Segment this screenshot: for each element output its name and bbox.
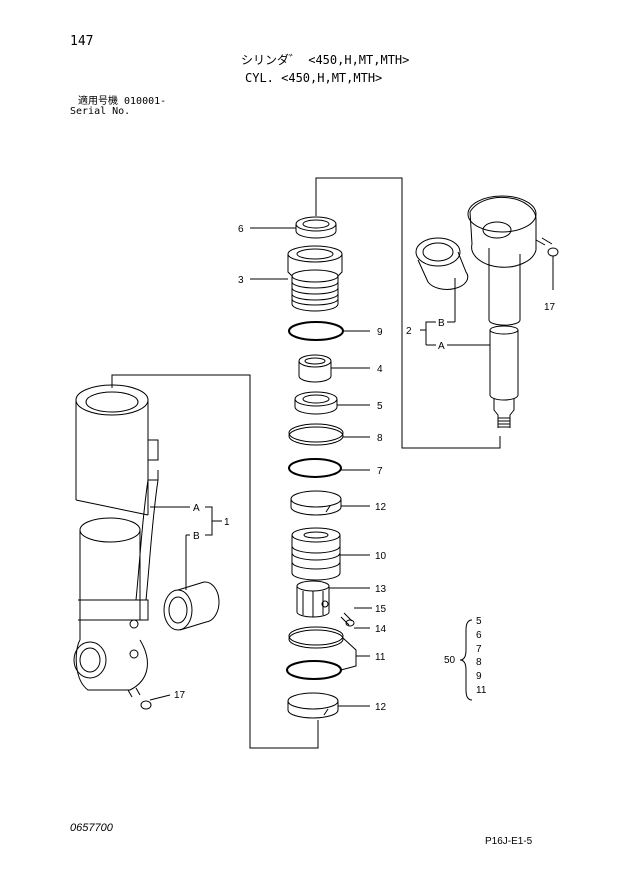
leader-lines — [149, 227, 554, 707]
part-11-seal-pair — [286, 626, 344, 680]
callout-9: 9 — [377, 327, 383, 338]
callout-1: 1 — [224, 517, 230, 528]
callout-7: 7 — [377, 466, 383, 477]
part-12-wear-ring — [290, 490, 342, 516]
callout-a-left: A — [193, 503, 200, 514]
frame-line-left — [111, 374, 319, 749]
serial-label-japanese: 適用号機 010001- — [78, 96, 167, 107]
callout-3: 3 — [238, 275, 244, 286]
callout-b-right: B — [438, 318, 445, 329]
part-5-seal — [294, 391, 338, 415]
callout-12-upper: 12 — [375, 502, 387, 513]
part-10-piston — [291, 527, 341, 581]
part-15-set-screw — [340, 612, 355, 627]
callout-4: 4 — [377, 364, 383, 375]
frame-line-top — [315, 177, 501, 449]
part-1-bushing-b — [163, 581, 220, 631]
callout-15: 15 — [375, 604, 387, 615]
callout-a-right: A — [438, 341, 445, 352]
part-12-wear-ring-lower — [287, 692, 339, 719]
title-japanese: シリンダ゛ <450,H,MT,MTH> — [241, 53, 410, 67]
part-1-tube-assembly — [73, 384, 159, 710]
part-4-bushing — [298, 354, 332, 383]
part-8-backup-ring — [288, 423, 344, 446]
callout-17-right: 17 — [544, 302, 556, 313]
kit-item: 11 — [476, 685, 487, 696]
callout-2: 2 — [406, 326, 412, 337]
part-2-rod-assembly — [467, 195, 559, 428]
drawing-number: 0657700 — [70, 822, 113, 834]
part-7-o-ring — [288, 458, 342, 478]
serial-label-english: Serial No. — [70, 106, 131, 117]
callout-8: 8 — [377, 433, 383, 444]
kit-item: 6 — [476, 630, 482, 641]
part-3-gland — [287, 245, 343, 312]
part-9-o-ring — [288, 321, 344, 341]
part-6-seal — [295, 216, 337, 239]
callout-12-lower: 12 — [375, 702, 387, 713]
part-2-bushing-b — [415, 237, 469, 290]
callout-11: 11 — [375, 652, 386, 663]
callout-b-left: B — [193, 531, 200, 542]
sheet-code: P16J-E1-5 — [485, 836, 533, 847]
callout-13: 13 — [375, 584, 387, 595]
callout-5: 5 — [377, 401, 383, 412]
callout-10: 10 — [375, 551, 387, 562]
kit-item: 9 — [476, 671, 482, 682]
part-13-nut — [296, 580, 330, 618]
kit-label: 50 — [444, 655, 456, 666]
callout-14: 14 — [375, 624, 387, 635]
kit-item: 8 — [476, 657, 482, 668]
title-english: CYL. <450,H,MT,MTH> — [245, 71, 383, 85]
kit-item: 5 — [476, 616, 482, 627]
callout-17-left: 17 — [174, 690, 186, 701]
callout-6: 6 — [238, 224, 244, 235]
kit-item: 7 — [476, 644, 482, 655]
page-number: 147 — [70, 34, 94, 49]
